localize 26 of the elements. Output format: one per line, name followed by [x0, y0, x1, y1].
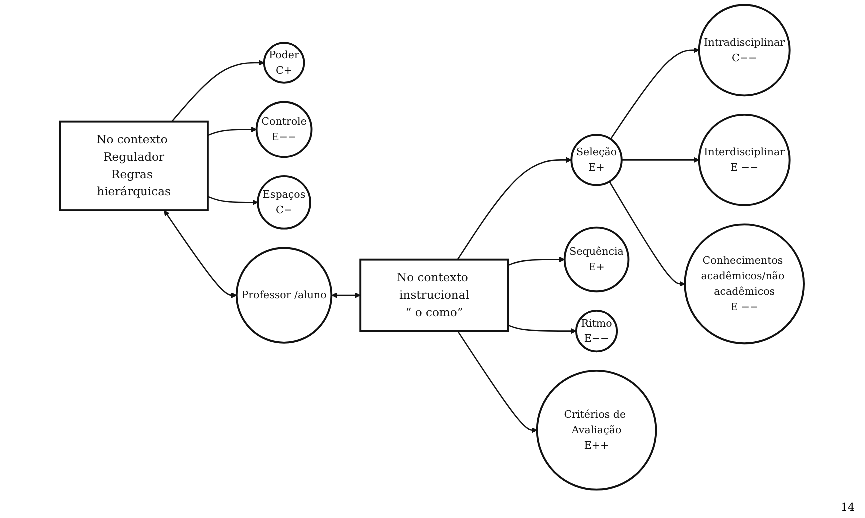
node-circle: Interdisciplinar E −− — [698, 114, 792, 206]
node-circle: Conhecimentos acadêmicos/não acadêmicos E −− — [684, 224, 806, 345]
arrow — [508, 324, 578, 334]
node-circle: Intradisciplinar C−− — [698, 4, 792, 97]
node-circle: Espaços C− — [258, 176, 312, 230]
node-box: No contexto instrucional “ o como” — [360, 258, 510, 332]
arrow — [172, 60, 265, 122]
node-box: No contexto Regulador Regras hierárquicas — [60, 120, 210, 212]
node-circle: Critérios de Avaliação E++ — [536, 370, 658, 491]
arrow — [208, 126, 258, 136]
arrow — [332, 292, 362, 298]
arrow — [508, 256, 566, 266]
arrow — [458, 330, 538, 434]
arrow — [610, 48, 700, 140]
node-circle: Controle E−− — [256, 101, 314, 158]
arrow — [164, 210, 238, 298]
node-circle: Ritmo E−− — [576, 310, 619, 353]
arrow — [622, 157, 700, 164]
node-circle: Sequência E+ — [564, 226, 630, 293]
node-circle: Professor /aluno — [236, 247, 334, 344]
arrow — [610, 181, 686, 287]
arrow — [458, 157, 572, 260]
node-circle: Seleção E+ — [571, 134, 624, 186]
arrow — [208, 196, 259, 206]
node-circle: Poder C+ — [264, 42, 306, 84]
page-number: 14 — [841, 501, 855, 514]
